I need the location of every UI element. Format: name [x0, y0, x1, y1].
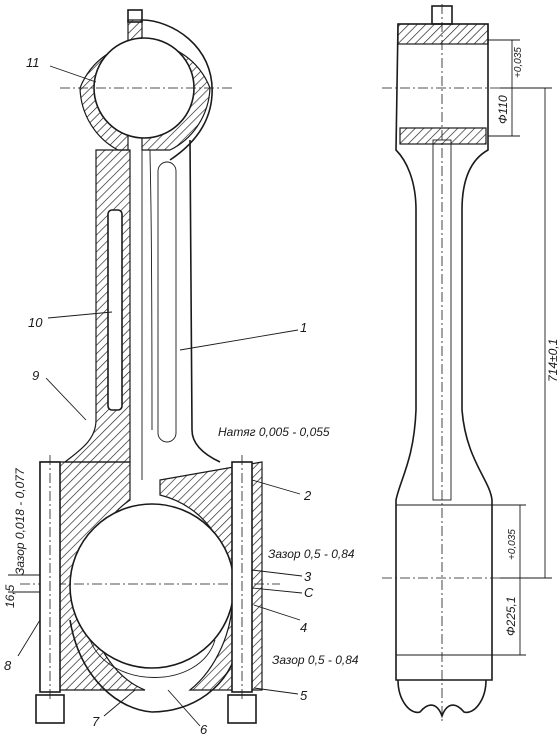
leader-6	[167, 689, 201, 727]
shank-oil-channel	[157, 161, 177, 443]
callout-7: 7	[92, 714, 100, 729]
dim-small-bore: Ф110	[496, 95, 510, 124]
callout-11: 11	[26, 55, 40, 70]
side-body	[395, 23, 493, 681]
note-dim-16: 16,5	[3, 584, 17, 608]
side-top-bushing	[397, 23, 489, 45]
callout-6: 6	[200, 722, 208, 737]
leader-5	[253, 687, 299, 695]
callout-2: 2	[303, 488, 312, 503]
callout-1: 1	[300, 320, 307, 335]
callout-3: 3	[304, 569, 312, 584]
big-end	[8, 455, 280, 724]
leader-7	[103, 689, 136, 717]
leader-lines	[17, 65, 303, 727]
bearing-shell-line	[89, 639, 216, 678]
leader-8	[17, 619, 41, 657]
left-bolt-nut	[35, 694, 65, 724]
dim-center-distance: 714±0,1	[546, 339, 560, 382]
side-bolt-heads	[397, 679, 487, 719]
dim-big-bore: Ф225,1	[504, 596, 518, 636]
dim-small-bore-tol: +0,035	[513, 47, 524, 78]
shank-right-edge	[189, 139, 221, 463]
callout-C: С	[304, 585, 314, 600]
leader-9	[45, 377, 87, 421]
small-end-oil-nipple	[127, 9, 143, 23]
shank-inner-line	[149, 149, 153, 431]
shank-web-slot	[107, 209, 123, 411]
side-view	[382, 4, 552, 722]
callout-10: 10	[28, 315, 43, 330]
note-interference: Натяг 0,005 - 0,055	[218, 425, 330, 439]
note-clearance-top: Зазор 0,5 - 0,84	[268, 547, 355, 561]
note-clearance-left: Зазор 0,018 - 0,077	[13, 467, 27, 575]
leader-10	[47, 311, 113, 319]
front-view	[8, 9, 303, 727]
big-end-bore	[69, 503, 235, 669]
callout-4: 4	[300, 620, 307, 635]
small-end	[60, 9, 232, 161]
small-end-outline-right	[141, 19, 213, 161]
labels: 11 10 9 1 2 3 С 4 5 6 7 8 Натяг 0,005 - …	[3, 47, 560, 737]
right-bolt-nut	[227, 694, 257, 724]
dim-big-bore-tol: +0,035	[507, 529, 518, 560]
leader-11	[49, 65, 97, 83]
side-lower-bushing	[399, 127, 487, 145]
leader-C	[251, 587, 303, 594]
leader-3	[251, 569, 303, 577]
big-end-cap-outline	[69, 619, 241, 713]
note-clearance-bottom: Зазор 0,5 - 0,84	[272, 653, 359, 667]
callout-5: 5	[300, 688, 308, 703]
callout-9: 9	[32, 368, 39, 383]
leader-2	[251, 479, 301, 495]
rod-shank	[63, 139, 221, 480]
leader-1	[179, 329, 299, 351]
leader-4	[253, 604, 301, 621]
callout-8: 8	[4, 658, 12, 673]
